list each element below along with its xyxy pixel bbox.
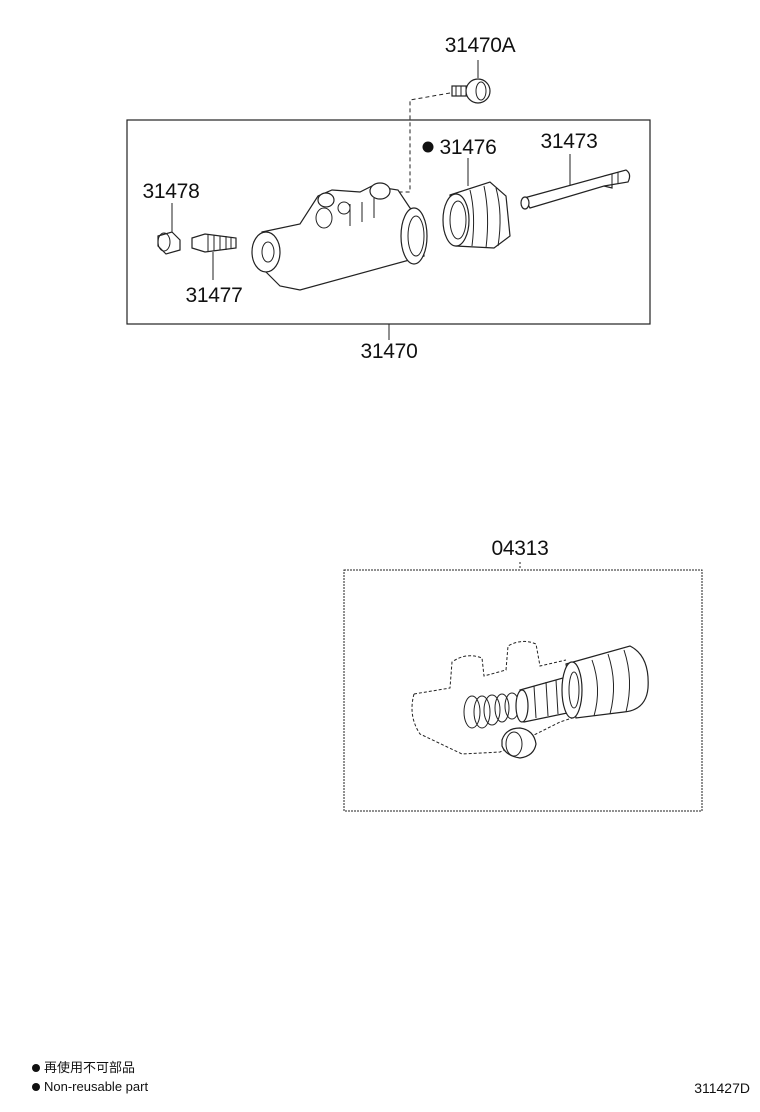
callout-04313: 04313 xyxy=(492,537,549,560)
legend-en-text: Non-reusable part xyxy=(44,1079,149,1094)
kit-cap xyxy=(501,727,537,759)
legend-row-jp: 再使用不可部品 xyxy=(32,1058,148,1077)
callout-31478: 31478 xyxy=(143,180,200,203)
callout-31470: 31470 xyxy=(361,340,418,363)
bleeder-bolt xyxy=(451,78,491,104)
boot xyxy=(442,181,511,249)
cylinder-body xyxy=(251,182,428,291)
callout-31473: 31473 xyxy=(541,130,598,153)
kit-frame xyxy=(343,569,703,812)
bullet-icon xyxy=(32,1063,40,1072)
legend-row-en: Non-reusable part xyxy=(32,1077,148,1096)
bullet-icon xyxy=(32,1082,40,1091)
illustration-code: 311427D xyxy=(694,1080,750,1096)
legend-jp-text: 再使用不可部品 xyxy=(44,1060,136,1075)
kit-piston xyxy=(515,675,573,723)
non-reusable-dot xyxy=(422,141,434,153)
callout-31470A: 31470A xyxy=(445,34,516,57)
cap xyxy=(157,231,181,255)
kit-spring xyxy=(463,692,520,729)
legend: 再使用不可部品 Non-reusable part xyxy=(32,1058,148,1096)
kit-boot xyxy=(561,645,649,719)
push-rod xyxy=(520,169,631,210)
kit-cylinder-outline xyxy=(411,640,621,755)
bleeder-plug xyxy=(191,233,237,253)
callout-31477: 31477 xyxy=(186,284,243,307)
callout-31476: 31476 xyxy=(440,136,497,159)
